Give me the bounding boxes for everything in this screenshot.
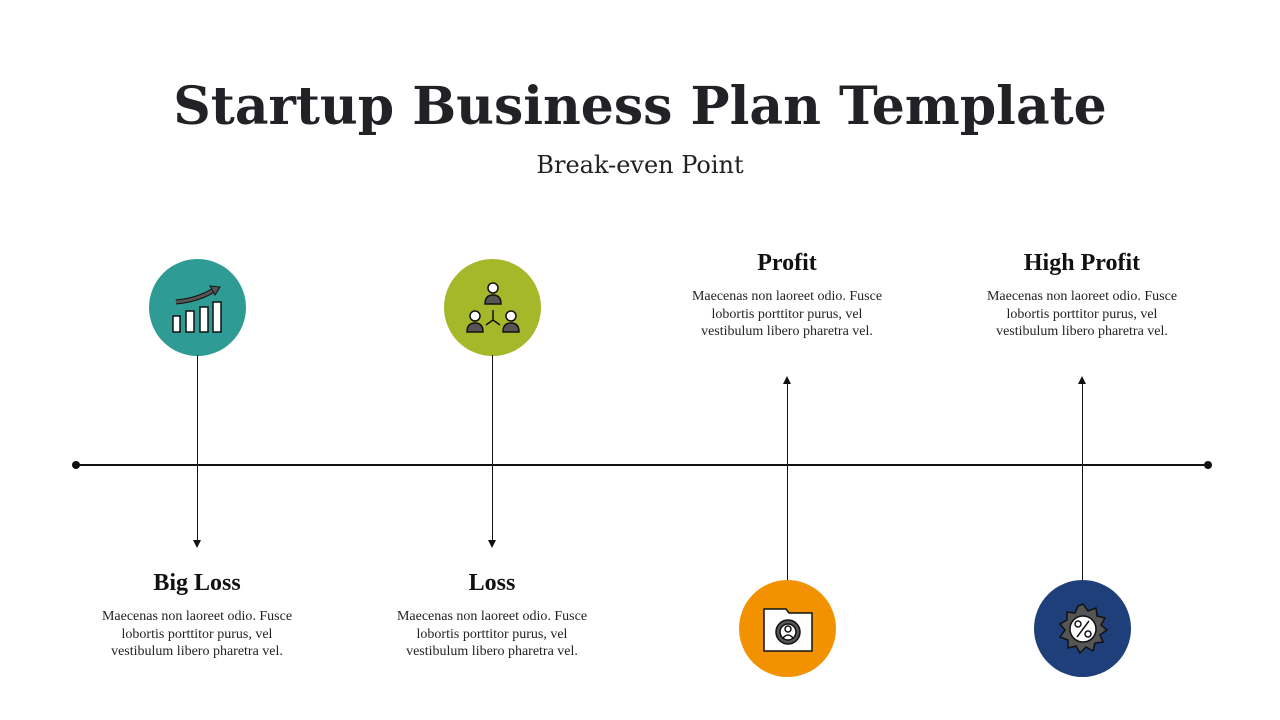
connector-line <box>197 355 199 541</box>
stage-title: Profit <box>757 250 817 276</box>
discount-badge-icon <box>1034 580 1131 677</box>
arrow-down-icon <box>193 540 201 548</box>
arrow-up-icon <box>1078 376 1086 384</box>
connector-line <box>787 383 789 581</box>
stage-title: Loss <box>468 570 516 596</box>
stage-text: Maecenas non laoreet odio. Fusce loborti… <box>396 609 588 659</box>
timeline-axis <box>76 464 1208 466</box>
connector-line <box>1082 383 1084 581</box>
page-subtitle: Break-even Point <box>536 151 744 179</box>
stage-high-profit: High Profit Maecenas non laoreet odio. F… <box>962 248 1202 341</box>
arrow-up-icon <box>783 376 791 384</box>
connector-line <box>492 355 494 541</box>
stage-profit: Profit Maecenas non laoreet odio. Fusce … <box>667 248 907 341</box>
id-folder-icon <box>739 580 836 677</box>
stage-big-loss: Big Loss Maecenas non laoreet odio. Fusc… <box>77 568 317 661</box>
stage-text: Maecenas non laoreet odio. Fusce loborti… <box>986 289 1178 339</box>
stage-text: Maecenas non laoreet odio. Fusce loborti… <box>101 609 293 659</box>
arrow-down-icon <box>488 540 496 548</box>
stage-title: High Profit <box>1023 250 1141 276</box>
stage-text: Maecenas non laoreet odio. Fusce loborti… <box>691 289 883 339</box>
page-title: Startup Business Plan Template <box>173 76 1107 137</box>
growth-chart-icon <box>149 259 246 356</box>
stage-title: Big Loss <box>153 570 241 596</box>
timeline-end-dot <box>1204 461 1212 469</box>
stage-loss: Loss Maecenas non laoreet odio. Fusce lo… <box>372 568 612 661</box>
team-network-icon <box>444 259 541 356</box>
timeline-start-dot <box>72 461 80 469</box>
